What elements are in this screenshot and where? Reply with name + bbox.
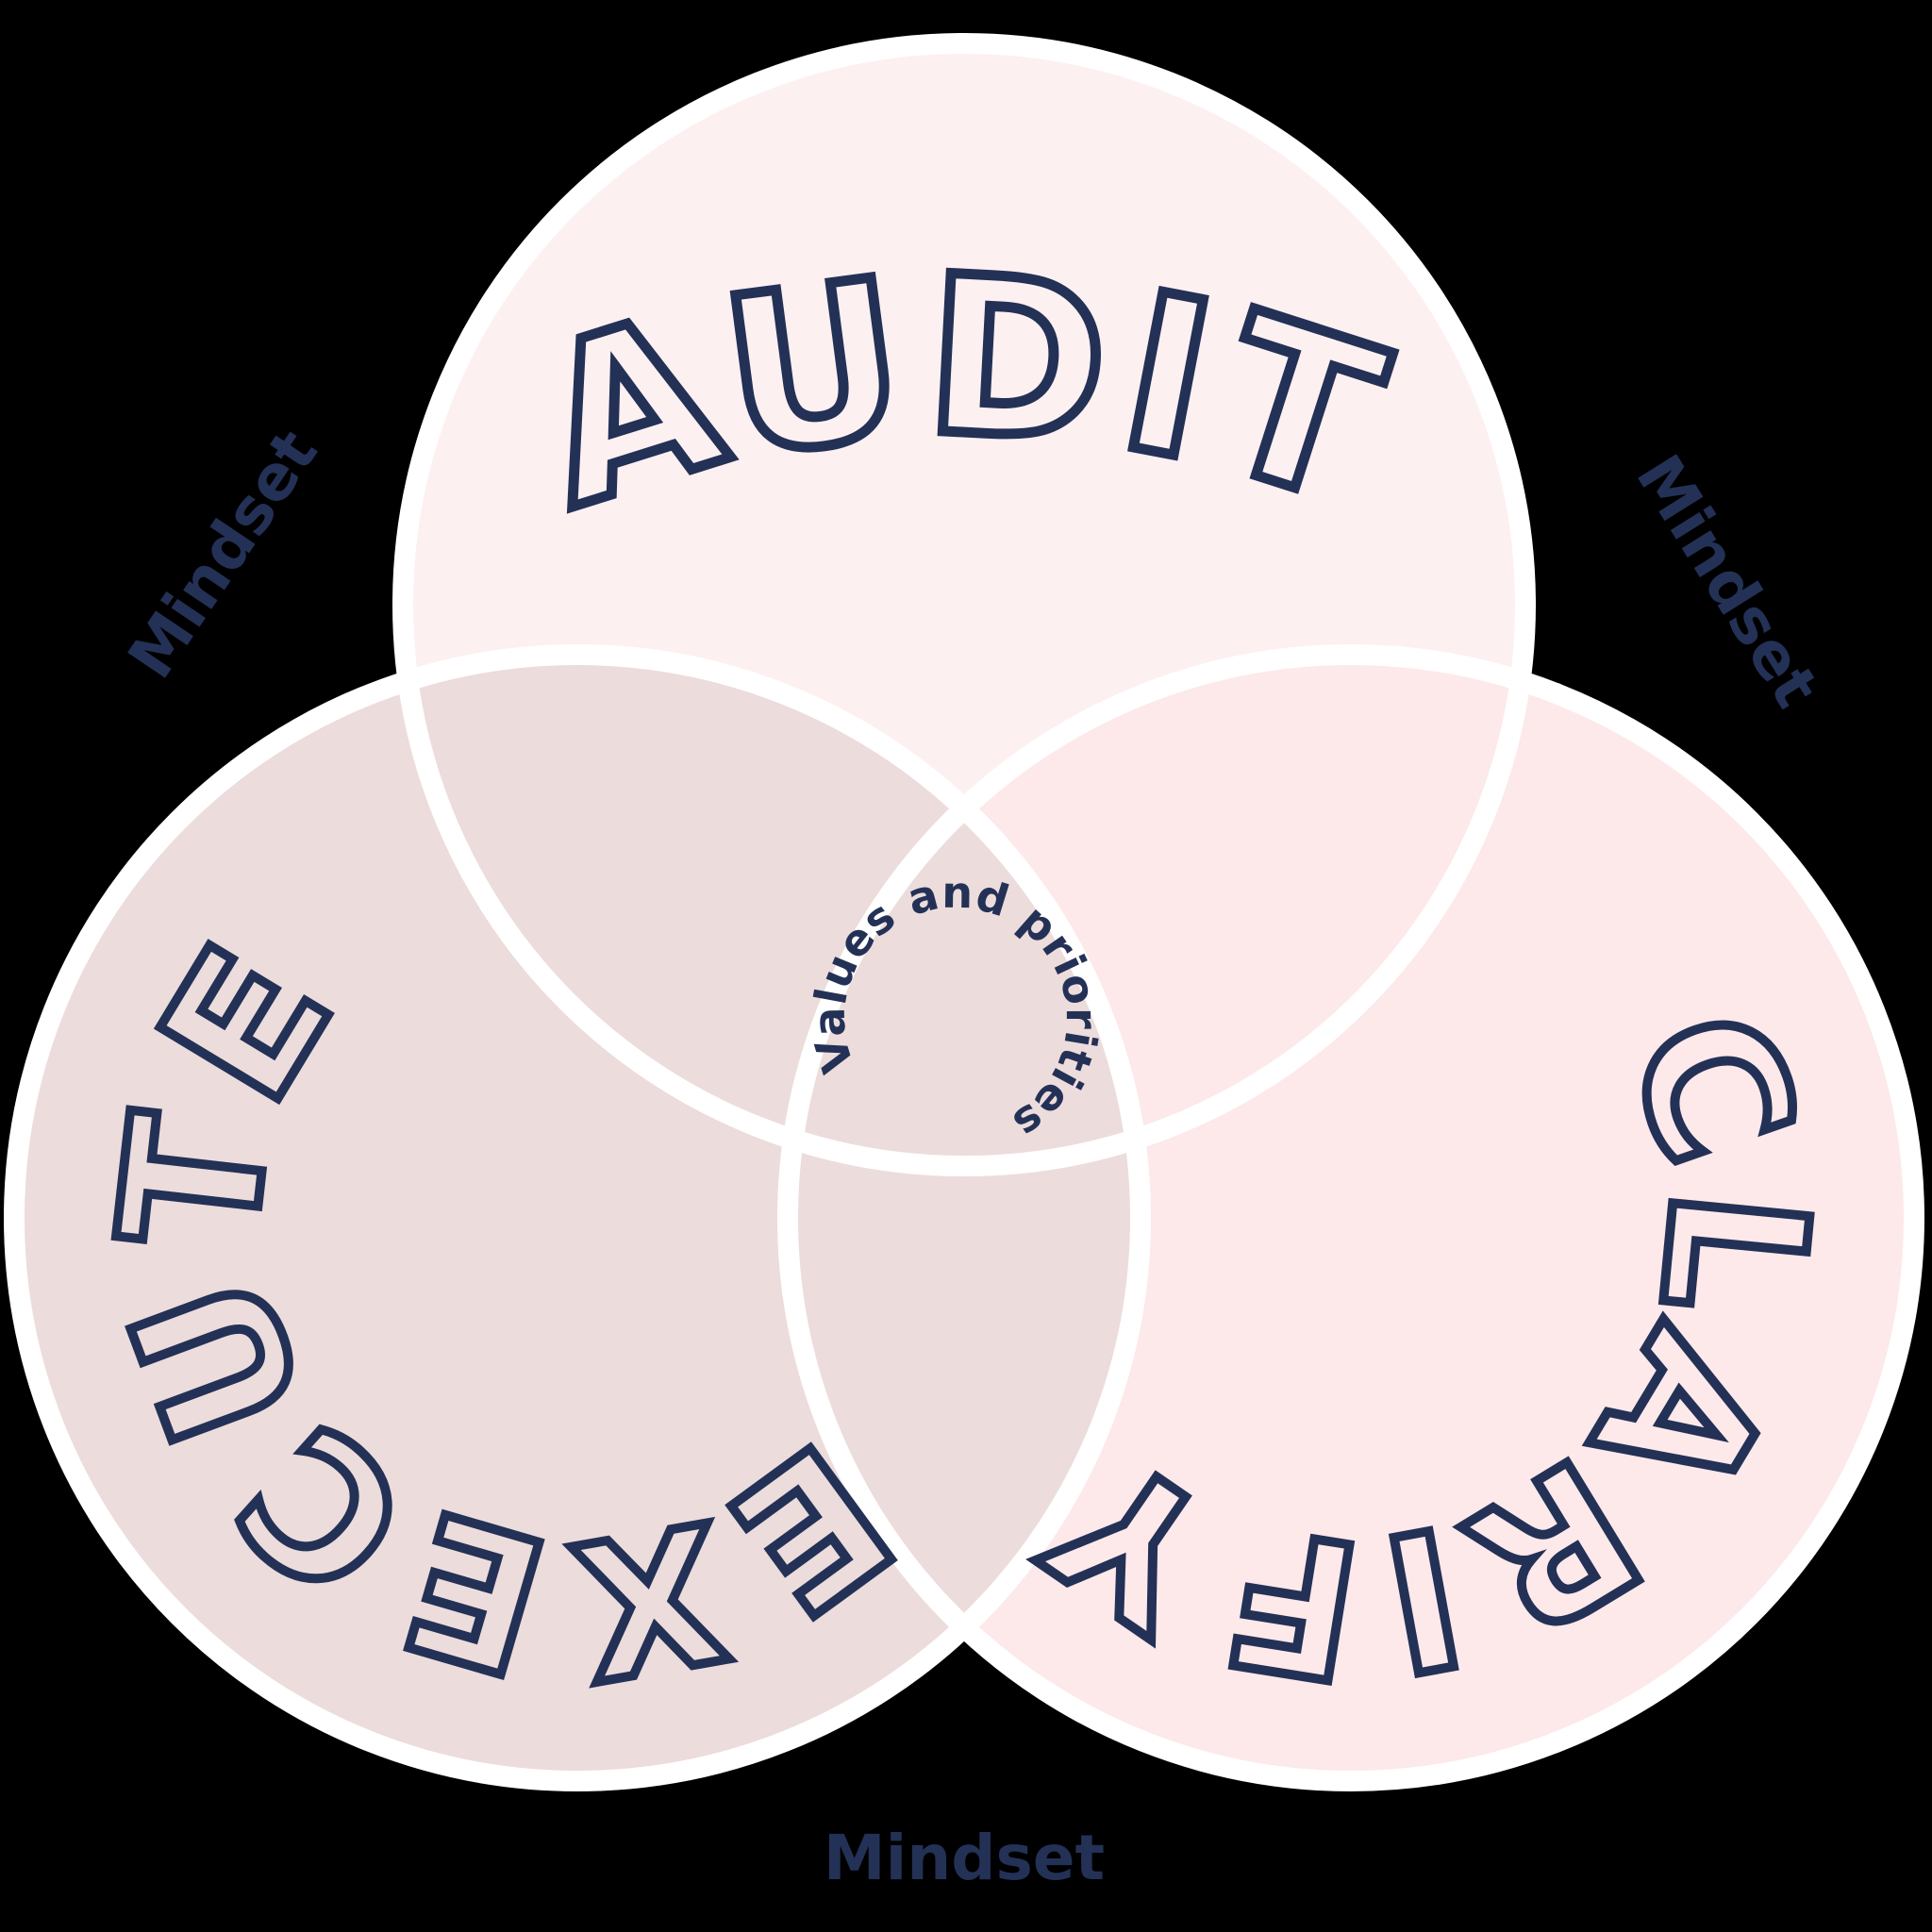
mindset-label-bottom-text: Mindset — [824, 1822, 1105, 1894]
venn-circle-audit-ring — [392, 33, 1536, 1176]
venn-circle-clarify-ring — [777, 644, 1924, 1791]
mindset-label-bottom: Mindset — [824, 1822, 1105, 1894]
venn-circle-execute-ring — [4, 644, 1151, 1791]
